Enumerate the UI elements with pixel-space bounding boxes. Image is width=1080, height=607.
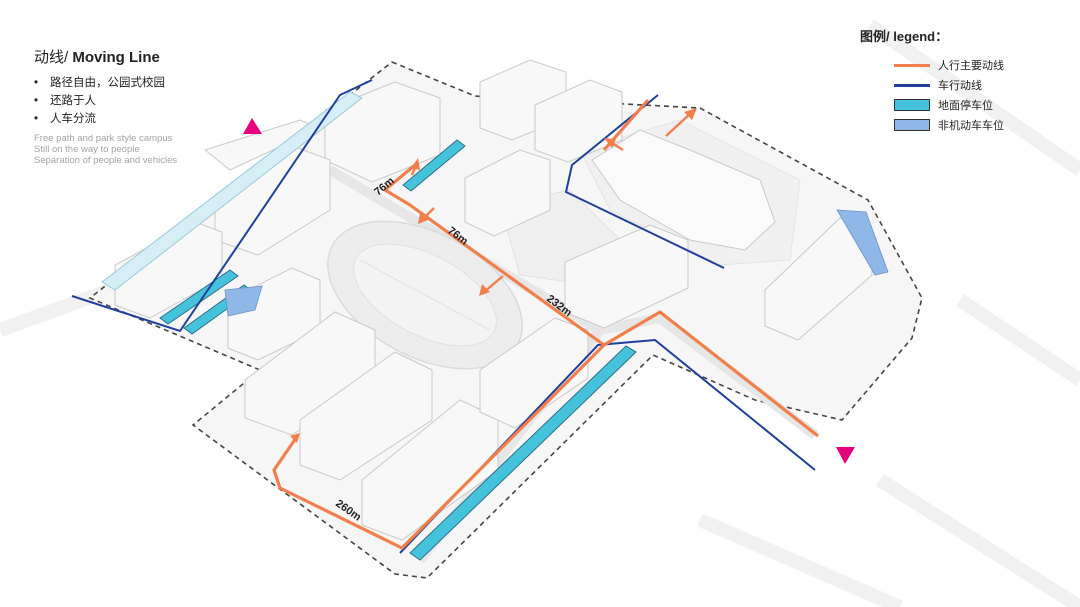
legend-title: 图例/ legend： [860, 29, 949, 44]
legend: 图例/ legend： 人行主要动线 车行动线 地面停车位 非机动车车位 [860, 26, 1004, 135]
english-line: Separation of people and vehicles [34, 155, 178, 166]
entrance-marker-south [836, 447, 855, 464]
page-title: 动线/ Moving Line [34, 46, 177, 67]
title-block: 动线/ Moving Line •路径自由，公园式校园 •还路于人 •人车分流 … [34, 46, 177, 166]
bullet-item: •还路于人 [34, 95, 96, 107]
bike-parking [224, 209, 889, 317]
context-roads [0, 19, 1080, 607]
legend-item-bike-parking: 非机动车车位 [894, 115, 1004, 135]
english-line: Free path and park style campus [34, 133, 173, 144]
bullet-item: •路径自由，公园式校园 [34, 77, 165, 89]
legend-item-pedestrian: 人行主要动线 [894, 55, 1004, 75]
legend-label: 非机动车车位 [938, 120, 1004, 132]
entrance-markers [243, 118, 855, 464]
entrance-marker-north [243, 118, 262, 134]
bullet-item: •人车分流 [34, 113, 96, 125]
sports-field [327, 220, 523, 370]
legend-label: 人行主要动线 [938, 60, 1004, 72]
title-en: Moving Line [68, 49, 160, 66]
bullet-list: •路径自由，公园式校园 •还路于人 •人车分流 [34, 74, 177, 128]
legend-label: 车行动线 [938, 80, 982, 92]
vehicle-line-swatch [894, 83, 930, 87]
direction-arrows [290, 108, 697, 443]
english-description: Free path and park style campus Still on… [34, 133, 177, 166]
legend-label: 地面停车位 [938, 100, 993, 112]
legend-item-parking: 地面停车位 [894, 95, 1004, 115]
pedestrian-line-swatch [894, 63, 930, 67]
title-cn: 动线/ [34, 49, 69, 66]
parking-swatch [894, 99, 930, 111]
english-line: Still on the way to people [34, 144, 140, 155]
legend-item-vehicle: 车行动线 [894, 75, 1004, 95]
bike-parking-swatch [894, 119, 930, 131]
